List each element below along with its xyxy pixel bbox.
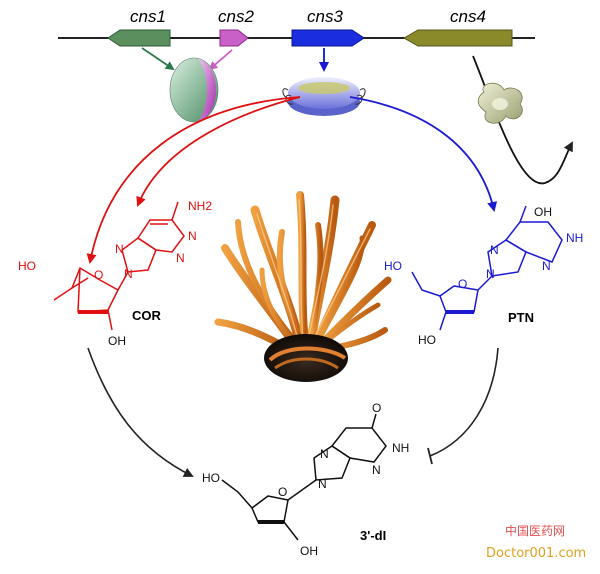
cordyceps-fungus-image xyxy=(214,191,392,382)
ptn-ho-label: HO xyxy=(384,259,402,273)
ptn-structure xyxy=(411,205,563,331)
cor-amine-label: NH2 xyxy=(188,199,212,213)
ptn-oh-label: OH xyxy=(534,205,552,219)
pathway-arrow-cor-inner xyxy=(136,96,301,207)
ptn-nh-label: NH xyxy=(566,231,583,245)
pathway-arrow-cor-to-3dl xyxy=(87,347,194,477)
cns3-protein-icon xyxy=(282,77,366,116)
dl-nh-label: NH xyxy=(392,441,409,455)
cns1-label: cns1 xyxy=(130,7,166,26)
pathway-arrow-ptn xyxy=(349,96,498,212)
dl-n9-label: N xyxy=(318,477,327,491)
ptn-compound-label: PTN xyxy=(508,310,534,325)
ptn-n9-label: N xyxy=(486,267,495,281)
ptn-ring-o-label: O xyxy=(458,277,467,291)
pathway-inhibition-ptn xyxy=(429,347,499,457)
cns3-label: cns3 xyxy=(307,7,343,26)
cor-compound-label: COR xyxy=(132,308,162,323)
cor-n3-label: N xyxy=(176,251,185,265)
ptn-ho3-label: HO xyxy=(418,333,436,347)
cns1-cns2-protein-icon xyxy=(169,57,219,123)
cor-ho-label: HO xyxy=(18,259,36,273)
cns2-gene-arrow xyxy=(219,29,249,47)
ptn-n7-label: N xyxy=(490,243,499,257)
cns4-label: cns4 xyxy=(450,7,486,26)
ptn-n3-label: N xyxy=(542,259,551,273)
cns4-gene-arrow xyxy=(402,29,513,47)
cor-n9-label: N xyxy=(124,267,133,281)
cns2-label: cns2 xyxy=(218,7,254,26)
pathway-arrow-cor-outer xyxy=(86,96,301,264)
cor-ring-o-label: O xyxy=(94,268,103,282)
gene-cluster: cns1 cns2 cns3 cns4 xyxy=(58,7,535,47)
cns2-expression-arrow xyxy=(208,49,233,71)
watermark-line1: 中国医药网 xyxy=(505,523,565,538)
dl-ho-label: HO xyxy=(202,471,220,485)
dl-structure xyxy=(221,413,387,541)
cor-structure xyxy=(53,201,185,331)
dl-compound-label: 3'-dI xyxy=(360,528,386,543)
cns3-gene-arrow xyxy=(291,29,365,47)
dl-n7-label: N xyxy=(320,447,329,461)
dl-o6-label: O xyxy=(372,401,381,415)
dl-n3-label: N xyxy=(372,463,381,477)
dl-oh-label: OH xyxy=(300,544,318,558)
cor-n1-label: N xyxy=(188,229,197,243)
watermark: 中国医药网 Doctor001.com xyxy=(486,523,586,561)
dl-ring-o-label: O xyxy=(278,485,287,499)
watermark-line2: Doctor001.com xyxy=(486,546,586,561)
cor-n7-label: N xyxy=(115,242,124,256)
cns1-gene-arrow xyxy=(107,29,171,47)
cns4-transporter-icon xyxy=(477,82,523,124)
cns1-expression-arrow xyxy=(141,47,175,71)
inhibition-bar xyxy=(427,447,433,465)
cor-oh-label: OH xyxy=(108,334,126,348)
